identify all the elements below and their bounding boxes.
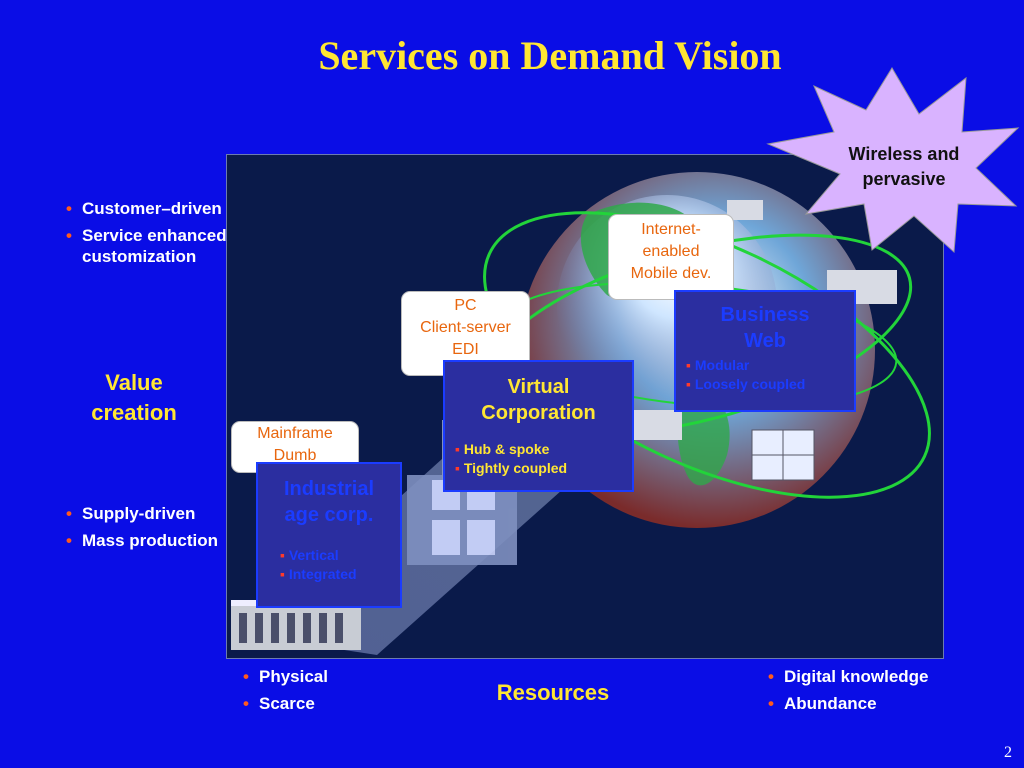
bullet-item: Customer–driven (64, 198, 229, 219)
page-number: 2 (1004, 744, 1012, 761)
org-title-line: Corporation (481, 402, 596, 424)
left-top-bullets: Customer–driven Service enhanced customi… (64, 198, 229, 273)
org-item: Hub & spoke (455, 440, 632, 459)
org-item: Tightly coupled (455, 459, 632, 478)
org-item: Integrated (280, 565, 400, 584)
orbit-ring (483, 211, 931, 499)
slide-title: Services on Demand Vision (318, 33, 782, 78)
starburst-line: pervasive (862, 169, 946, 189)
value-creation-label: Value creation (64, 368, 204, 428)
org-title-line: Virtual (507, 376, 570, 398)
left-bottom-bullets: Supply-driven Mass production (64, 503, 229, 557)
org-title: Business Web (676, 302, 854, 354)
starburst-text: Wireless and pervasive (814, 142, 994, 192)
value-label-line: creation (91, 400, 177, 425)
org-title-line: Industrial (283, 478, 374, 500)
org-title-line: Business (720, 304, 810, 326)
starburst-line: Wireless and (848, 144, 960, 164)
starburst-callout (766, 67, 1020, 254)
bullet-item: Scarce (241, 693, 391, 714)
bullet-item: Physical (241, 666, 391, 687)
callout-internet: Internet- enabled Mobile dev. (608, 214, 734, 300)
org-item: Vertical (280, 546, 400, 565)
bullet-item: Supply-driven (64, 503, 229, 524)
callout-line: PC (454, 297, 477, 314)
bullet-item: Service enhanced customization (64, 225, 229, 267)
bullet-item: Mass production (64, 530, 229, 551)
office-cube-icon (751, 429, 815, 481)
org-items: Vertical Integrated (280, 546, 400, 584)
org-title: Industrial age corp. (258, 476, 400, 528)
callout-line: Client-server (420, 319, 511, 336)
callout-line: Mainframe (257, 425, 333, 442)
callout-line: Mobile dev. (630, 265, 712, 282)
org-virtual-corporation: Virtual Corporation Hub & spoke Tightly … (443, 360, 634, 492)
value-label-line: Value (105, 370, 163, 395)
org-items: Modular Loosely coupled (686, 356, 854, 394)
org-title-line: Web (744, 330, 786, 352)
org-title: Virtual Corporation (445, 374, 632, 426)
bullet-item: Abundance (766, 693, 996, 714)
bottom-right-bullets: Digital knowledge Abundance (766, 666, 996, 720)
org-item: Modular (686, 356, 854, 375)
resources-label: Resources (496, 680, 610, 705)
callout-line: EDI (452, 341, 479, 358)
org-industrial-age: Industrial age corp. Vertical Integrated (256, 462, 402, 608)
org-item: Loosely coupled (686, 375, 854, 394)
bottom-left-bullets: Physical Scarce (241, 666, 391, 720)
org-items: Hub & spoke Tightly coupled (455, 440, 632, 478)
org-title-line: age corp. (284, 504, 374, 526)
org-business-web: Business Web Modular Loosely coupled (674, 290, 856, 412)
callout-line: Dumb (273, 447, 317, 464)
callout-line: Internet- (641, 221, 701, 238)
callout-line: enabled (642, 243, 700, 260)
bullet-item: Digital knowledge (766, 666, 996, 687)
